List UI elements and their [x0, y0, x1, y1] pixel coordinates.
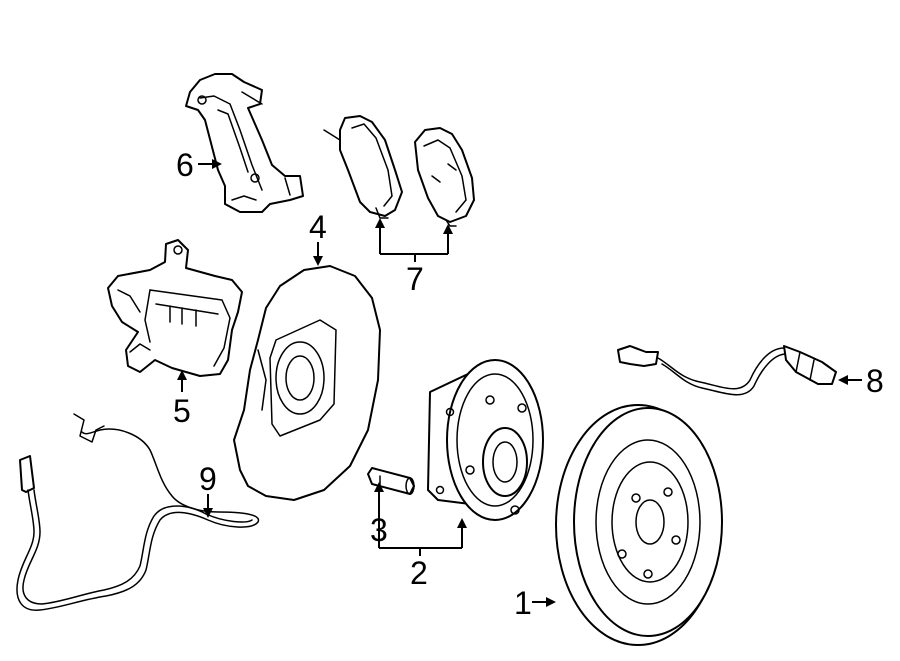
- callout-7: 7: [406, 261, 424, 297]
- callout-1: 1: [514, 585, 532, 621]
- brake-pads: [323, 115, 475, 227]
- hub-bearing: [427, 359, 544, 521]
- brake-caliper: [107, 239, 243, 377]
- callout-6: 6: [176, 147, 194, 183]
- callout-2: 2: [410, 555, 428, 591]
- wear-sensor-lower: [16, 413, 260, 611]
- wear-sensor-upper: [617, 345, 837, 396]
- callout-9: 9: [199, 461, 217, 497]
- callout-8: 8: [866, 363, 884, 399]
- caliper-bracket: [185, 73, 304, 213]
- callout-4: 4: [309, 209, 327, 245]
- leader-lines: [177, 159, 862, 607]
- splash-shield: [233, 265, 381, 501]
- wheel-stud: [367, 467, 415, 495]
- callout-5: 5: [173, 393, 191, 429]
- brake-rotor: [555, 404, 723, 646]
- callout-3: 3: [370, 512, 388, 548]
